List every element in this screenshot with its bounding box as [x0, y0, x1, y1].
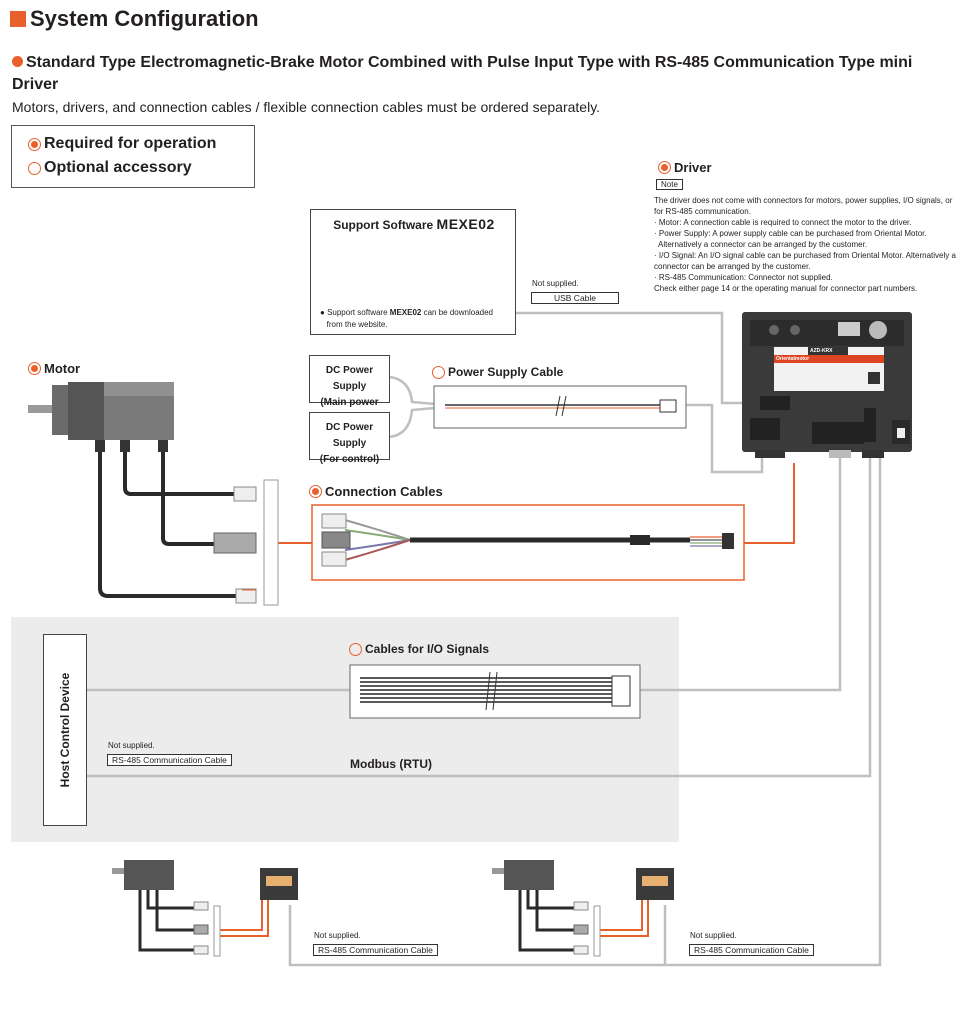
motor-label: Motor	[28, 361, 80, 376]
bottom-rs485-label-2: RS-485 Communication Cable	[689, 944, 814, 956]
subtitle: Standard Type Electromagnetic-Brake Moto…	[12, 54, 913, 93]
usb-not-supplied: Not supplied.	[532, 279, 579, 288]
driver-notes: The driver does not come with connectors…	[654, 196, 956, 293]
driver-brand: Orientalmotor	[776, 356, 810, 362]
bullet-icon	[12, 56, 23, 67]
bottom-orange-2	[600, 900, 643, 931]
power-control-wire	[389, 406, 436, 439]
host-region	[11, 617, 679, 842]
io-cable-label: Cables for I/O Signals	[349, 642, 489, 656]
io-right-wire	[640, 455, 842, 692]
dc-power-main: DC Power Supply (Main power supply)	[309, 355, 390, 424]
bottom-motor-1	[112, 860, 298, 957]
legend-optional: Optional accessory	[28, 159, 192, 177]
required-icon	[28, 362, 41, 375]
page-title: System Configuration	[10, 6, 259, 32]
required-icon	[309, 485, 322, 498]
driver-conn-wire	[744, 463, 795, 544]
rs485-cable-label: RS-485 Communication Cable	[107, 754, 232, 766]
title-square-icon	[10, 11, 26, 27]
optional-icon	[432, 365, 445, 379]
power-main-wire	[389, 375, 436, 406]
power-driver-wire	[686, 403, 764, 474]
connection-cables-label: Connection Cables	[309, 484, 443, 499]
driver-image	[742, 312, 912, 458]
bottom-motor-2	[492, 860, 674, 957]
power-cable-box	[433, 385, 687, 429]
dc-power-control: DC Power Supply (For control)	[309, 412, 390, 465]
optional-icon	[349, 642, 362, 656]
power-cable-label: Power Supply Cable	[432, 365, 563, 379]
driver-note-tag: Note	[656, 179, 683, 190]
bottom-orange-1	[220, 900, 263, 931]
legend: Required for operation Optional accessor…	[11, 125, 255, 188]
order-note: Motors, drivers, and connection cables /…	[12, 99, 601, 115]
chain-wire-left	[288, 905, 665, 967]
bottom-not-supplied-2: Not supplied.	[690, 931, 737, 940]
chain-wire-right	[663, 455, 882, 967]
required-icon	[28, 137, 41, 151]
modbus-label: Modbus (RTU)	[350, 757, 432, 771]
usb-cable-label: USB Cable	[531, 292, 619, 304]
rs485-not-supplied: Not supplied.	[108, 741, 155, 750]
bottom-rs485-label-1: RS-485 Communication Cable	[313, 944, 438, 956]
required-icon	[658, 161, 671, 174]
rs485-wire	[87, 455, 872, 778]
motor-image	[28, 382, 174, 452]
bottom-not-supplied-1: Not supplied.	[314, 931, 361, 940]
software-note: ● Support software MEXE02 can be downloa…	[320, 308, 493, 329]
legend-required: Required for operation	[28, 135, 216, 153]
driver-label: Driver	[658, 160, 712, 175]
driver-model: AZD-KRX	[810, 348, 833, 354]
optional-icon	[28, 161, 41, 175]
software-box: Support Software MEXE02 ● Support softwa…	[310, 209, 516, 335]
host-control-device: Host Control Device	[43, 634, 87, 826]
